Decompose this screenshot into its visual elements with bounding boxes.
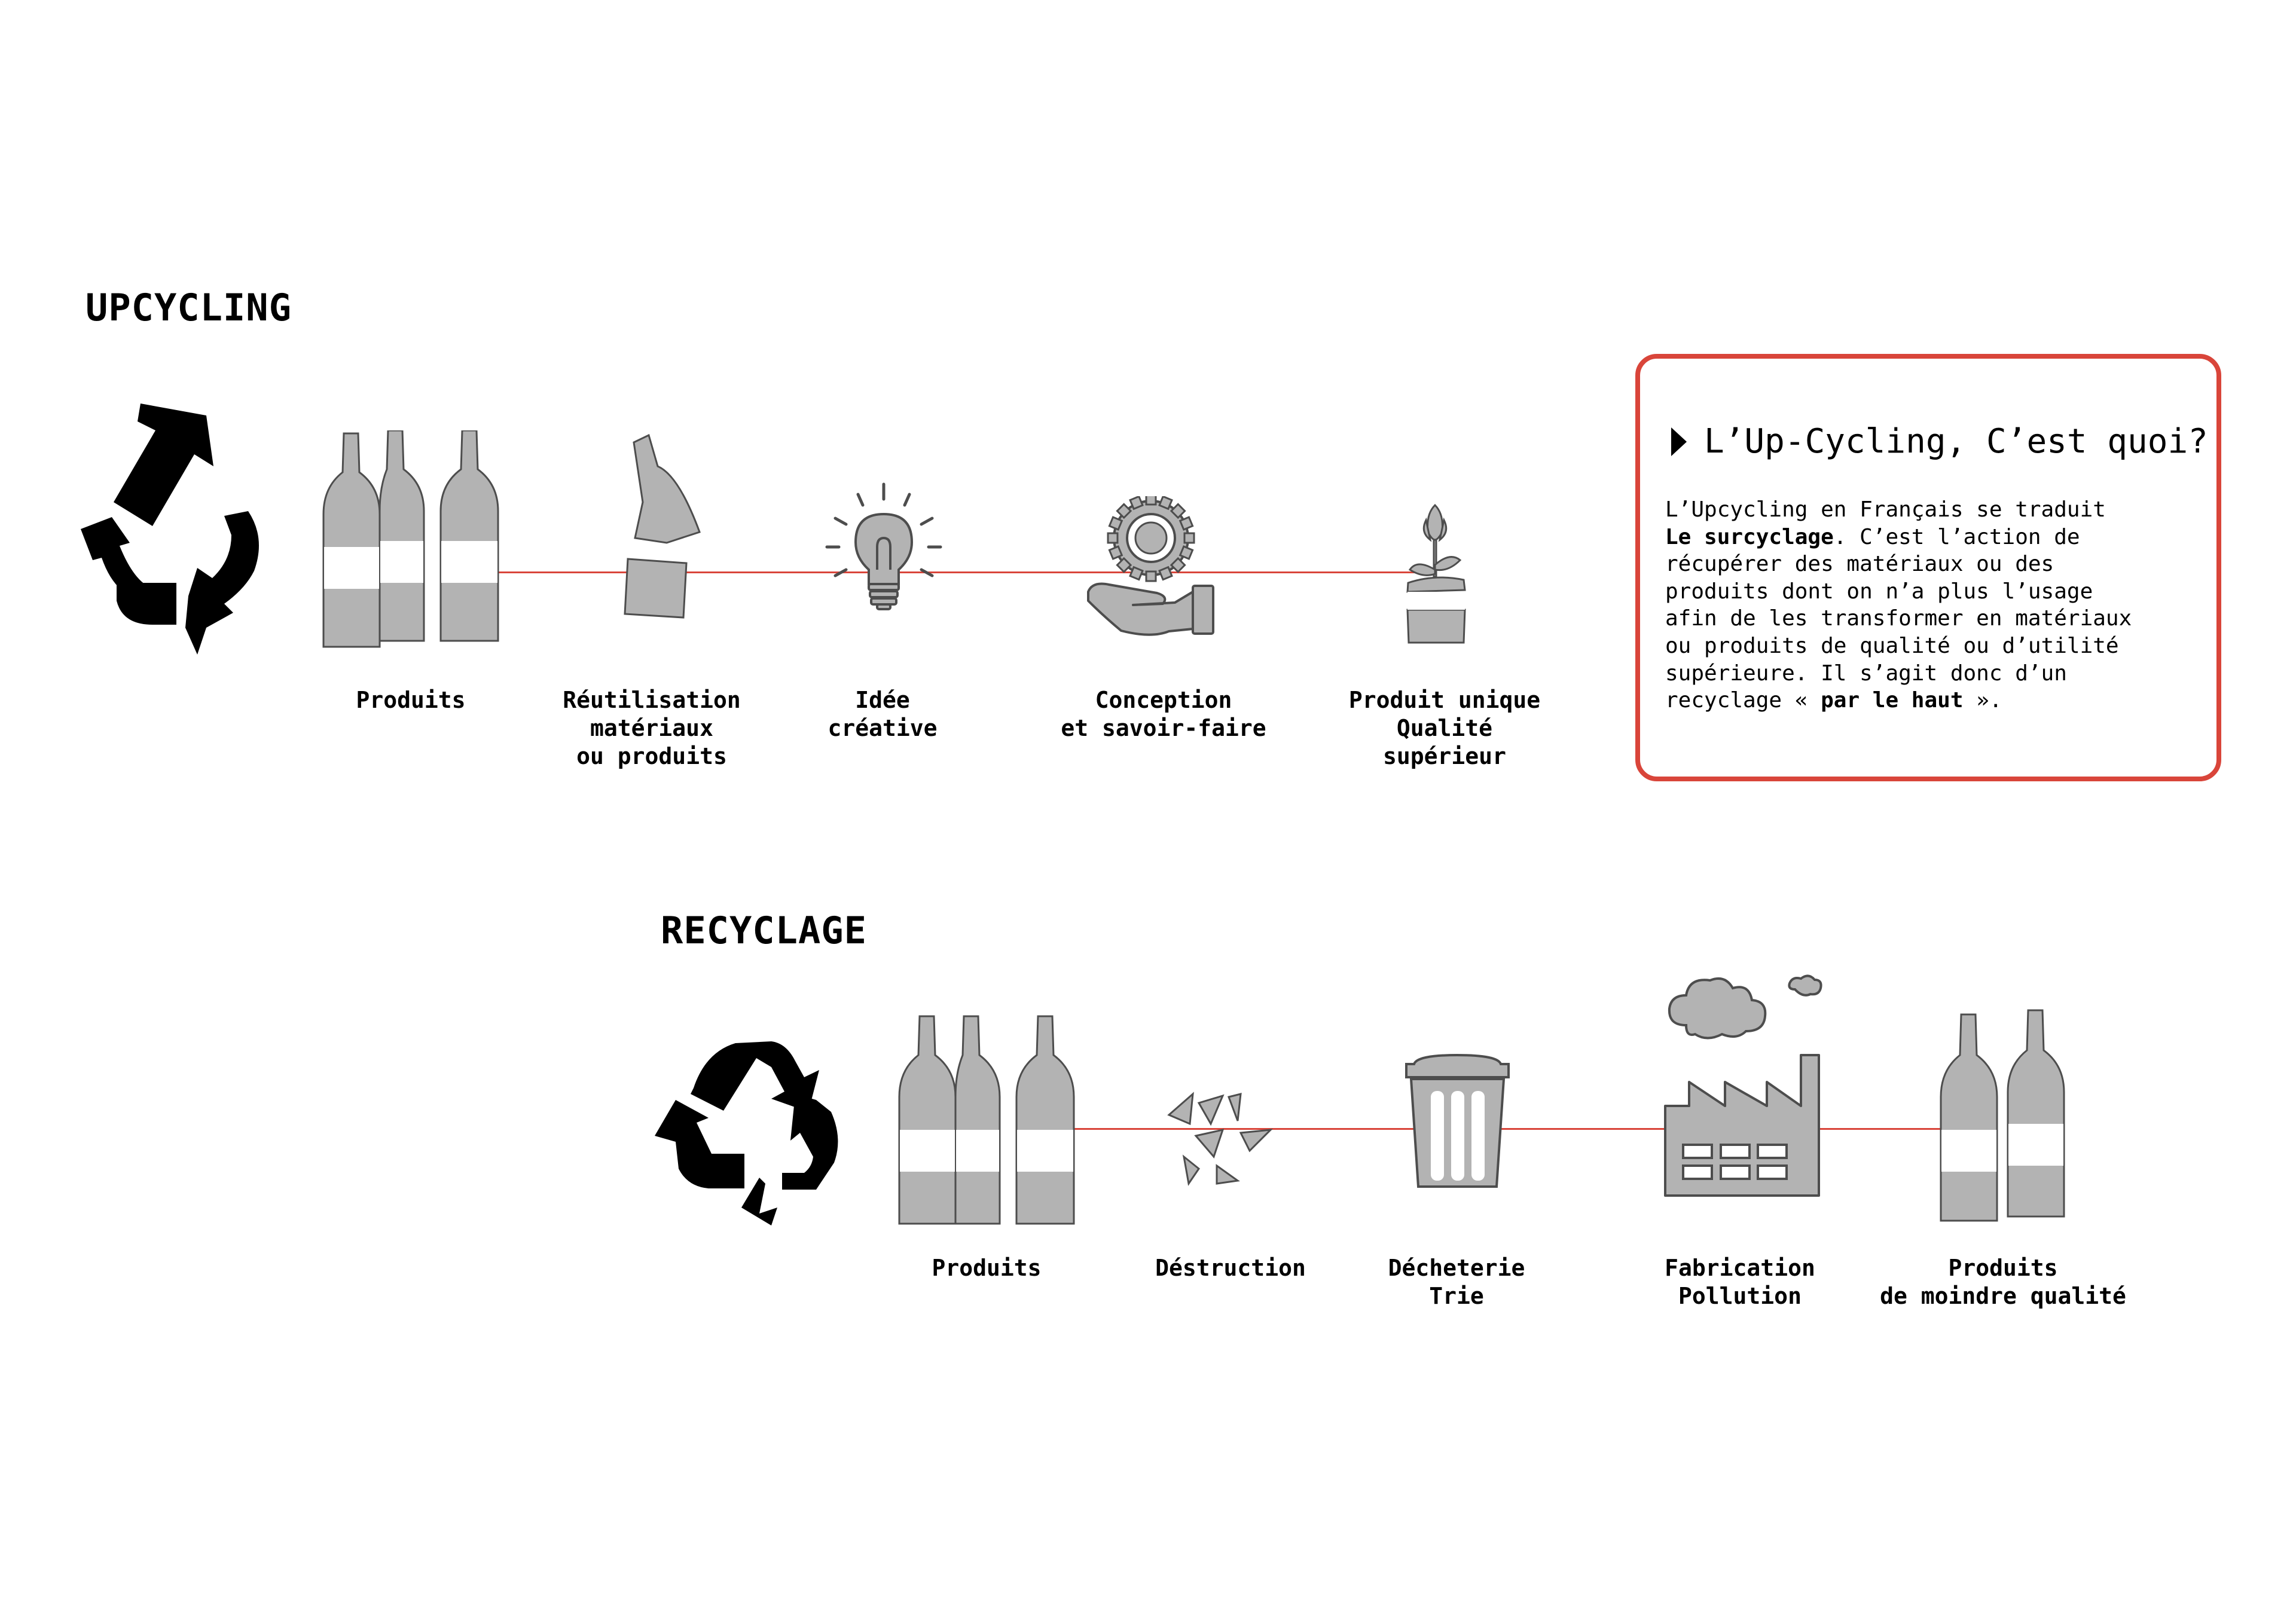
recyclage-step-label: Déstruction (1155, 1255, 1306, 1281)
upcycling-step-label: Conception et savoir-faire (1061, 687, 1266, 741)
info-title: L’Up-Cycling, C’est quoi? (1704, 422, 2208, 461)
recyclage-title: RECYCLAGE (661, 909, 867, 952)
play-arrow-icon (1671, 427, 1687, 456)
upcycling-title: UPCYCLING (86, 286, 292, 329)
upcycling-step-label: Produits (356, 687, 466, 713)
upcycling-flow-line (496, 571, 1435, 573)
recyclage-step-label: Produits de moindre qualité (1880, 1255, 2126, 1309)
info-text: L’Upcycling en Français se traduit Le su… (1665, 497, 2132, 713)
info-box (1635, 354, 2221, 781)
upcycling-step-label: Produit unique Qualité supérieur (1348, 687, 1541, 769)
bottles-icon (898, 1015, 1075, 1225)
factory-icon (1664, 974, 1822, 1197)
trash-bin-icon (1405, 1053, 1510, 1188)
gear-hand-icon (1087, 496, 1214, 636)
recyclage-step-label: Produits (932, 1255, 1042, 1281)
recyclage-step-label: Fabrication Pollution (1665, 1255, 1815, 1309)
bottles-icon (322, 430, 499, 648)
lightbulb-icon (825, 482, 942, 610)
two-bottles-icon (1940, 1009, 2065, 1222)
recyclage-step-label: Décheterie Trie (1388, 1255, 1525, 1309)
shards-icon (1167, 1092, 1274, 1186)
recycle-icon (655, 1041, 838, 1225)
recyclage-flow-line (1073, 1128, 1940, 1130)
broken-bottle-icon (624, 433, 701, 619)
upcycling-step-label: Idée créative (828, 687, 938, 741)
upcycling-arrows-icon (81, 404, 259, 655)
upcycling-step-label: Réutilisation matériaux ou produits (563, 687, 741, 769)
plant-pot-icon (1406, 503, 1466, 644)
